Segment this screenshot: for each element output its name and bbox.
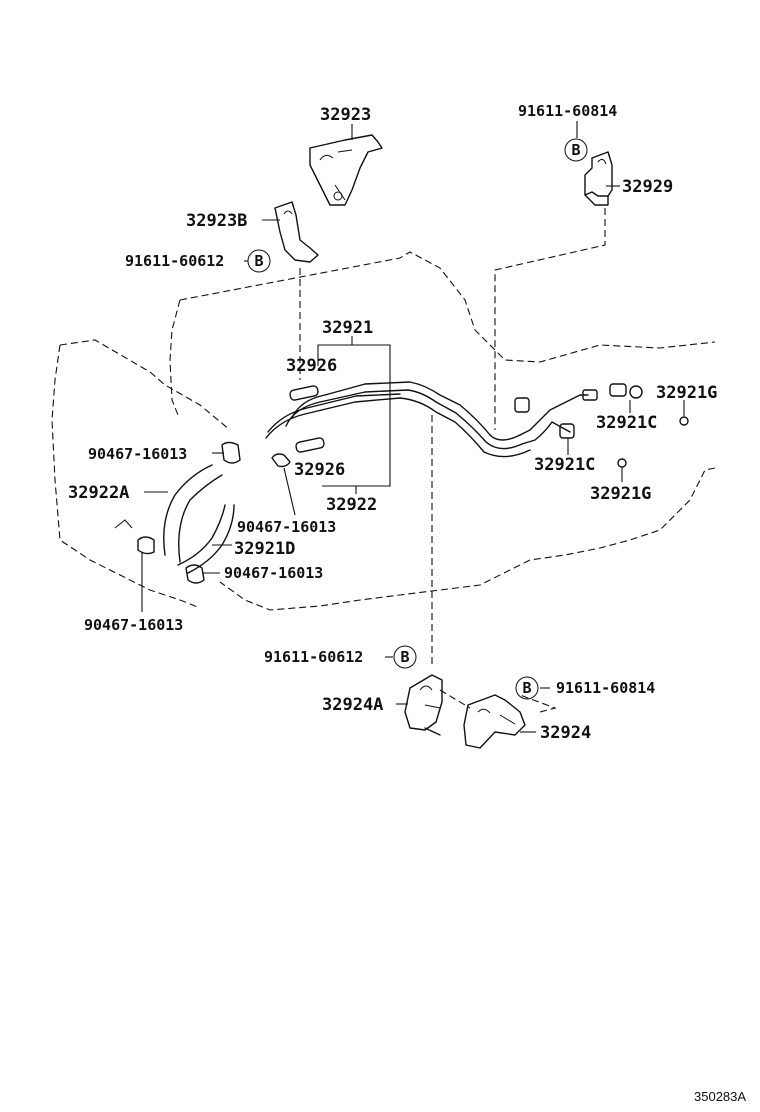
diagram-code: 350283A: [694, 1089, 746, 1104]
clamp-90467-bottom-right: [185, 564, 205, 584]
bracket-32923b: [274, 201, 319, 263]
leader-90467-b: [283, 467, 296, 516]
label-90467-b: 90467-16013: [237, 518, 336, 536]
label-32921: 32921: [322, 318, 373, 338]
label-91611-60814-top: 91611-60814: [518, 102, 617, 120]
label-91611-60814-bottom: 91611-60814: [556, 679, 655, 697]
marker-b-top-left: B: [247, 249, 271, 273]
label-32923: 32923: [320, 105, 371, 125]
label-32922: 32922: [326, 495, 377, 515]
o-ring-32921g-upper: [679, 416, 689, 426]
label-90467-a: 90467-16013: [88, 445, 187, 463]
bracket-32924: [463, 694, 526, 749]
label-32921g-upper: 32921G: [656, 383, 717, 403]
label-32922a: 32922A: [68, 483, 129, 503]
label-32921c-upper: 32921C: [596, 413, 657, 433]
clamp-90467-top-left: [221, 441, 241, 464]
marker-b-top-right: B: [564, 138, 588, 162]
label-91611-60612-top: 91611-60612: [125, 252, 224, 270]
union-fitting-lower: [559, 423, 575, 439]
transmission-outline: [51, 251, 716, 611]
leader-bracket-32921: [317, 344, 391, 487]
clamp-90467-mid: [271, 453, 291, 468]
tube-end-fitting: [514, 397, 530, 413]
hose-32922a: [163, 464, 223, 563]
bracket-32923: [309, 134, 383, 206]
hose-32926-upper: [289, 385, 319, 401]
marker-b-bottom-right: B: [515, 676, 539, 700]
label-32926-upper: 32926: [286, 356, 337, 376]
label-32923b: 32923B: [186, 211, 247, 231]
o-ring-32921g-lower: [617, 458, 627, 468]
label-32926-lower: 32926: [294, 460, 345, 480]
label-32921g-lower: 32921G: [590, 484, 651, 504]
svg-text:B: B: [522, 679, 531, 697]
label-32921d: 32921D: [234, 539, 295, 559]
marker-b-bottom-left: B: [393, 645, 417, 669]
label-90467-d: 90467-16013: [84, 616, 183, 634]
label-90467-c: 90467-16013: [224, 564, 323, 582]
label-32924: 32924: [540, 723, 591, 743]
hose-32926-lower: [295, 437, 325, 453]
leader-dash-32924-pair: [439, 689, 557, 713]
leader-dash-32929: [494, 208, 606, 430]
hose-32921d: [177, 504, 235, 574]
label-32929: 32929: [622, 177, 673, 197]
union-fitting-upper: [582, 383, 643, 401]
clamp-90467-bottom-left: [114, 519, 155, 555]
label-91611-60612-bottom: 91611-60612: [264, 648, 363, 666]
label-32921c-lower: 32921C: [534, 455, 595, 475]
svg-text:B: B: [254, 252, 263, 270]
bracket-32929: [584, 151, 613, 206]
label-32924a: 32924A: [322, 695, 383, 715]
svg-text:B: B: [571, 141, 580, 159]
svg-text:B: B: [400, 648, 409, 666]
oil-cooler-tubes: [265, 381, 589, 458]
bracket-32924a: [404, 674, 443, 736]
